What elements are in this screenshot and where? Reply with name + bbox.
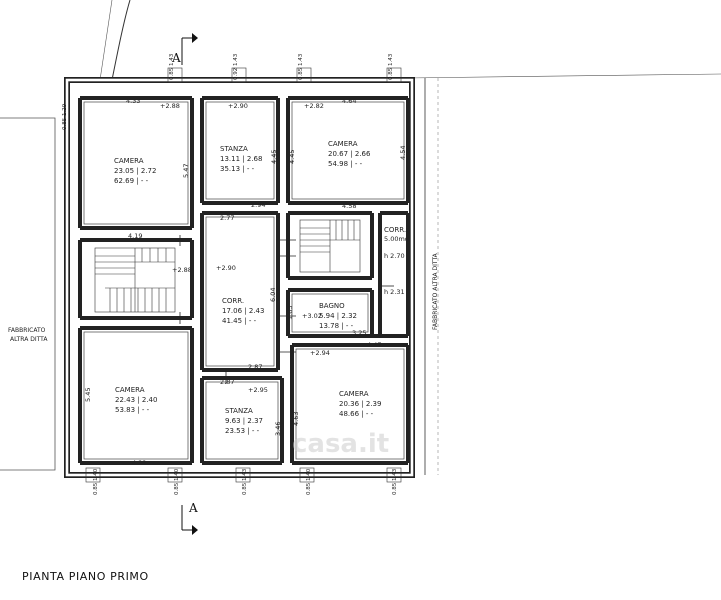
svg-text:+2.88: +2.88 [160, 102, 180, 110]
room-stanza-n: STANZA 13.11 | 2.68 35.13 | - - +2.90 4.… [220, 102, 278, 209]
svg-text:0.85 1.43: 0.85 1.43 [388, 53, 394, 80]
svg-text:0.85 1.40: 0.85 1.40 [93, 468, 99, 495]
room-corr-center: CORR. 17.06 | 2.43 41.45 | - - +2.90 2.7… [216, 214, 294, 371]
svg-text:20.67 | 2.66: 20.67 | 2.66 [328, 150, 371, 158]
svg-text:+2.95: +2.95 [248, 386, 268, 394]
svg-text:13.78 | - -: 13.78 | - - [319, 322, 354, 330]
room-camera-se: CAMERA 20.36 | 2.39 48.66 | - - +2.94 4.… [292, 349, 381, 426]
svg-text:5.94 | 2.32: 5.94 | 2.32 [319, 312, 357, 320]
watermark: casa.it [292, 429, 389, 459]
svg-text:+2.82: +2.82 [304, 102, 324, 110]
svg-text:54.98 | - -: 54.98 | - - [328, 160, 363, 168]
svg-text:13.11 | 2.68: 13.11 | 2.68 [220, 155, 262, 163]
openings-top: 0.85 1.43 0.92 1.43 0.85 1.43 0.85 1.43 … [62, 53, 394, 130]
svg-text:4.33: 4.33 [126, 97, 140, 105]
svg-text:23.05 | 2.72: 23.05 | 2.72 [114, 167, 156, 175]
svg-text:0.85 1.40: 0.85 1.40 [174, 468, 180, 495]
svg-text:h 2.70: h 2.70 [384, 252, 405, 260]
svg-text:5.00mq: 5.00mq [384, 235, 409, 243]
svg-text:CAMERA: CAMERA [115, 386, 145, 394]
svg-text:+2.88: +2.88 [172, 266, 192, 274]
svg-text:35.13 | - -: 35.13 | - - [220, 165, 255, 173]
plan-title: PIANTA PIANO PRIMO [22, 570, 149, 583]
svg-text:17.06 | 2.43: 17.06 | 2.43 [222, 307, 264, 315]
svg-text:2.87: 2.87 [220, 378, 234, 386]
svg-text:2.77: 2.77 [220, 214, 234, 222]
svg-text:62.69 | - -: 62.69 | - - [114, 177, 149, 185]
svg-text:+2.94: +2.94 [310, 349, 330, 357]
room-camera-sw: CAMERA 22.43 | 2.40 53.83 | - - 5.45 4.2… [84, 386, 157, 467]
stair-left [94, 247, 176, 313]
room-camera-ne: CAMERA 20.67 | 2.66 54.98 | - - +2.82 4.… [288, 97, 407, 210]
svg-text:4.54: 4.54 [399, 146, 407, 160]
svg-text:0.85 1.43: 0.85 1.43 [392, 468, 398, 495]
svg-text:1.83: 1.83 [286, 306, 294, 320]
stair-right [299, 219, 361, 273]
room-stanza-s: STANZA 9.63 | 2.37 23.53 | - - +2.95 2.8… [220, 378, 282, 436]
svg-text:CORR.: CORR. [222, 297, 244, 305]
svg-text:22.43 | 2.40: 22.43 | 2.40 [115, 396, 157, 404]
section-marker-bottom: A [181, 501, 198, 535]
svg-text:2.94: 2.94 [251, 201, 265, 209]
interior-walls [78, 96, 410, 465]
svg-text:CAMERA: CAMERA [114, 157, 144, 165]
svg-text:CORR.: CORR. [384, 226, 406, 234]
svg-text:0.92 1.43: 0.92 1.43 [233, 53, 239, 80]
svg-text:9.63 | 2.37: 9.63 | 2.37 [225, 417, 263, 425]
svg-text:5.45: 5.45 [84, 388, 92, 402]
openings-bottom: 0.85 1.40 0.85 1.40 0.85 1.43 0.85 1.40 … [93, 468, 398, 495]
left-building-label-2: ALTRA DITTA [10, 336, 48, 343]
left-building-label-1: FABBRICATO [8, 327, 46, 334]
room-corr-small: CORR. 5.00mq h 2.70 h 2.31 [384, 226, 409, 296]
svg-text:CAMERA: CAMERA [328, 140, 358, 148]
svg-text:+3.02: +3.02 [302, 312, 322, 320]
svg-text:4.45: 4.45 [270, 150, 278, 164]
section-marker-top: A [171, 33, 198, 65]
svg-text:0.85 1.40: 0.85 1.40 [306, 468, 312, 495]
right-building-label: FABBRICATO ALTRA DITTA [432, 252, 439, 330]
svg-text:4.64: 4.64 [342, 97, 356, 105]
svg-text:23.53 | - -: 23.53 | - - [225, 427, 260, 435]
stair-left-labels: 4.19 +2.88 [128, 232, 192, 274]
svg-text:6.04: 6.04 [269, 288, 277, 302]
svg-text:41.45 | - -: 41.45 | - - [222, 317, 257, 325]
svg-text:4.47: 4.47 [367, 341, 381, 349]
svg-text:+2.90: +2.90 [216, 264, 236, 272]
svg-text:h 2.31: h 2.31 [384, 288, 405, 296]
svg-text:4.45: 4.45 [288, 150, 296, 164]
neighbour-curve [111, 0, 131, 81]
svg-text:3.46: 3.46 [274, 422, 282, 436]
svg-text:4.63: 4.63 [292, 412, 300, 426]
svg-text:20.36 | 2.39: 20.36 | 2.39 [339, 400, 381, 408]
svg-text:4.22: 4.22 [132, 459, 146, 467]
svg-text:STANZA: STANZA [220, 145, 248, 153]
svg-text:0.85 1.29: 0.85 1.29 [62, 103, 68, 130]
svg-text:4.19: 4.19 [128, 232, 142, 240]
svg-text:A: A [171, 51, 181, 65]
svg-text:3.25: 3.25 [352, 329, 366, 337]
svg-text:4.58: 4.58 [342, 202, 356, 210]
svg-text:STANZA: STANZA [225, 407, 253, 415]
svg-text:0.85 1.43: 0.85 1.43 [242, 468, 248, 495]
svg-text:+2.90: +2.90 [228, 102, 248, 110]
left-neighbour-outline [0, 117, 56, 471]
svg-text:48.66 | - -: 48.66 | - - [339, 410, 374, 418]
svg-text:0.85 1.43: 0.85 1.43 [169, 53, 175, 80]
svg-text:A: A [188, 501, 198, 515]
svg-text:BAGNO: BAGNO [319, 302, 345, 310]
svg-text:53.83 | - -: 53.83 | - - [115, 406, 150, 414]
svg-text:2.87: 2.87 [248, 363, 262, 371]
svg-text:CAMERA: CAMERA [339, 390, 369, 398]
svg-text:0.85 1.43: 0.85 1.43 [298, 53, 304, 80]
svg-text:5.47: 5.47 [182, 164, 190, 178]
room-bagno: BAGNO 5.94 | 2.32 13.78 | - - +3.02 3.25… [302, 302, 381, 349]
room-camera-nw: CAMERA 23.05 | 2.72 62.69 | - - +2.88 4.… [114, 97, 190, 185]
